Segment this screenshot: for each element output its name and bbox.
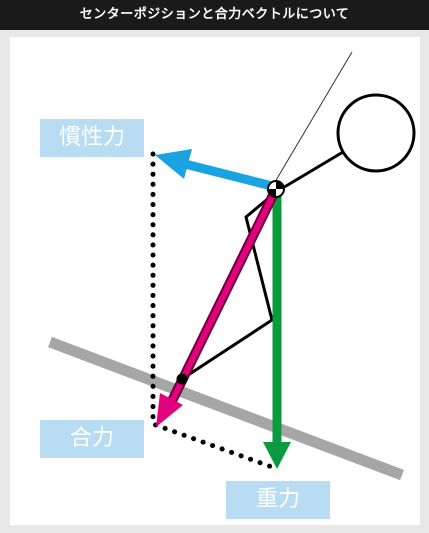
pole-line — [271, 51, 353, 188]
resultant-arrow-shaft — [167, 187, 279, 407]
slope-line — [48, 336, 404, 481]
page-title: センターポジションと合力ベクトルについて — [0, 0, 429, 30]
gravity-arrowhead — [263, 442, 291, 469]
skier-leg — [181, 190, 277, 381]
inertia-arrowhead — [155, 149, 192, 179]
skier-head — [336, 93, 416, 173]
gravity-label: 重力 — [226, 481, 330, 519]
diagram-canvas: 慣性力 合力 重力 — [10, 37, 420, 525]
dotted-guide — [150, 151, 275, 470]
resultant-label: 合力 — [40, 420, 144, 458]
center-of-gravity-icon — [267, 180, 285, 198]
inertia-arrow-shaft — [183, 159, 278, 192]
knee-joint — [176, 373, 188, 385]
force-diagram — [48, 51, 416, 481]
skier-body — [275, 150, 344, 194]
inertia-label: 慣性力 — [40, 119, 144, 157]
resultant-arrowhead — [156, 393, 183, 427]
